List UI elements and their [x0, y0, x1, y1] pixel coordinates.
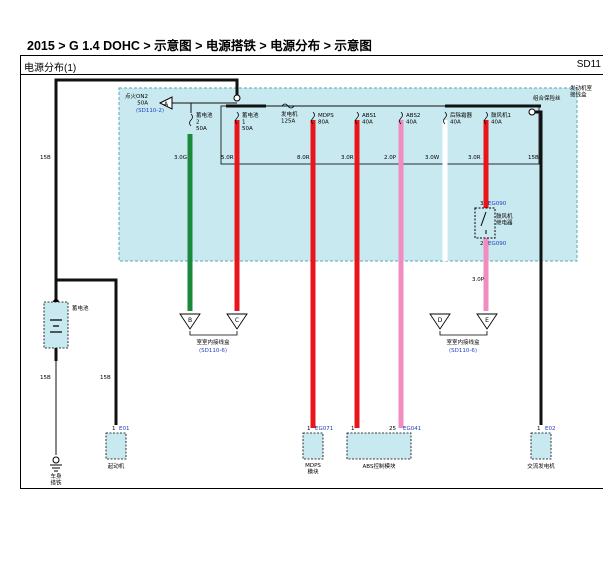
header-divider [20, 55, 603, 56]
battery [43, 301, 69, 349]
fuse-abs2 [399, 111, 403, 125]
junction-box [118, 87, 578, 262]
dot-ign2 [233, 94, 241, 102]
connector-c [226, 313, 248, 330]
wire-label-15b-top: 15B [40, 155, 51, 161]
junction-box-label: 发动机室接线盒 [570, 84, 593, 99]
ign2-arrow-letter: A [164, 101, 169, 108]
connectors-right [429, 313, 498, 330]
abs-pin-1: 1 [351, 426, 355, 432]
battery-label: 蓄电池 [72, 304, 89, 312]
connector-right-label: 室室内接线盒 [446, 338, 480, 346]
subtitle-bar [20, 57, 603, 75]
wire-label-3.0g: 3.0G [174, 155, 187, 161]
wire-label-2.0p: 2.0P [384, 155, 397, 161]
fuse-battery2 [189, 113, 193, 127]
fuse-abs1 [355, 111, 359, 125]
connector-e-letter: E [485, 317, 489, 324]
wire-label-3.0r-blower: 3.0R [468, 155, 481, 161]
connector-right-ref: (SD110-6) [449, 348, 477, 354]
starter-box [105, 432, 127, 460]
components [105, 432, 552, 460]
wire-label-15b-starter: 15B [100, 375, 111, 381]
starter-label: 起动机 [108, 462, 125, 470]
main-wires [54, 78, 543, 425]
diagram-code: SD11 [576, 59, 601, 70]
blower-relay [474, 207, 496, 239]
bracket-right [439, 331, 488, 336]
fuse-alternator [281, 103, 295, 109]
fuse-defrost [443, 111, 447, 125]
alternator-pin: 1 [537, 426, 541, 432]
bracket-left [189, 331, 238, 336]
relay-pin-bot: 2 [480, 241, 484, 247]
abs-label: ABS控制模块 [363, 462, 396, 470]
connector-b [179, 313, 201, 330]
connector-c-letter: C [235, 317, 239, 324]
wire-labels: 3.0G 5.0R 8.0R 3.0R 2.0P 3.0W 3.0R 15B 1… [40, 155, 539, 381]
connectors-left [179, 313, 248, 330]
wire-label-15b-ground: 15B [40, 375, 51, 381]
fuse-blower [484, 111, 488, 125]
battery-icon [50, 319, 62, 333]
connector-d [429, 313, 451, 330]
fuse-battery1 [235, 111, 239, 125]
ground-bars [50, 464, 62, 472]
combo-fuse-label: 组合保险丝 [533, 94, 561, 102]
ign2-arrow-icon [158, 96, 173, 110]
starter-code: E01 [119, 426, 129, 432]
fuse-mdps [311, 111, 315, 125]
alternator-code: E02 [545, 426, 555, 432]
section-title: 电源分布(1) [24, 63, 77, 74]
wire-label-3.0w: 3.0W [425, 155, 440, 161]
thin-wires [55, 102, 445, 455]
ground-label: 车身搭铁 [50, 472, 62, 487]
relay-switch-icon [480, 211, 487, 234]
wire-label-5.0r: 5.0R [221, 155, 234, 161]
wire-label-3.0p: 3.0P [472, 277, 485, 283]
relay-pin-top: 3 [480, 201, 484, 207]
diagram-frame [20, 56, 603, 489]
abs-code: EG041 [403, 426, 421, 432]
dot-combo [528, 108, 536, 116]
alternator-label: 交流发电机 [527, 462, 555, 470]
wire-label-8.0r: 8.0R [297, 155, 310, 161]
ign2-ref: (SD110-2) [136, 108, 164, 114]
starter-pin: 1 [112, 426, 116, 432]
alternator-box [530, 432, 552, 460]
relay-code-bot: EG090 [488, 241, 507, 247]
connector-b-letter: B [188, 317, 192, 324]
wire-label-3.0r-abs: 3.0R [341, 155, 354, 161]
relay-label: 鼓风机继电器 [496, 212, 513, 227]
ground-icon [52, 456, 60, 464]
colored-wires [187, 120, 489, 428]
mdps-pin: 1 [307, 426, 311, 432]
abs-pin-25: 25 [389, 426, 396, 432]
wire-15b-left [54, 78, 239, 361]
connector-left-label: 室室内接线盒 [196, 338, 230, 346]
connector-e [476, 313, 498, 330]
abs-box [346, 432, 412, 460]
connector-left-ref: (SD110-6) [199, 348, 227, 354]
wire-label-15b-right: 15B [528, 155, 539, 161]
breadcrumb: 2015 > G 1.4 DOHC > 示意图 > 电源搭铁 > 电源分布 > … [27, 39, 372, 53]
mdps-box [302, 432, 324, 460]
wire-15b-starter [54, 278, 118, 425]
relay-code-top: EG090 [488, 201, 507, 207]
mdps-code: EG071 [315, 426, 333, 432]
fuse-symbols [189, 103, 488, 127]
connector-d-letter: D [438, 317, 443, 324]
